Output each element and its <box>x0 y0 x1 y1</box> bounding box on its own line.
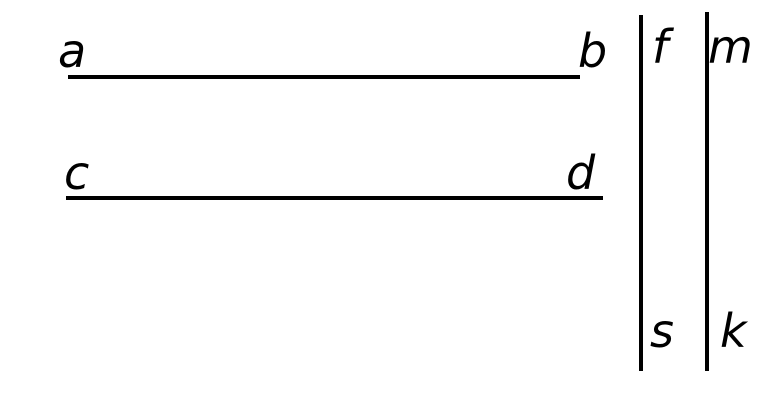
label-m: m <box>708 20 753 74</box>
label-a: a <box>58 24 86 78</box>
label-k: k <box>720 304 749 358</box>
label-s: s <box>650 304 674 358</box>
label-f: f <box>652 20 674 74</box>
label-d: d <box>566 146 596 200</box>
label-b: b <box>578 24 607 78</box>
label-c: c <box>64 146 89 200</box>
